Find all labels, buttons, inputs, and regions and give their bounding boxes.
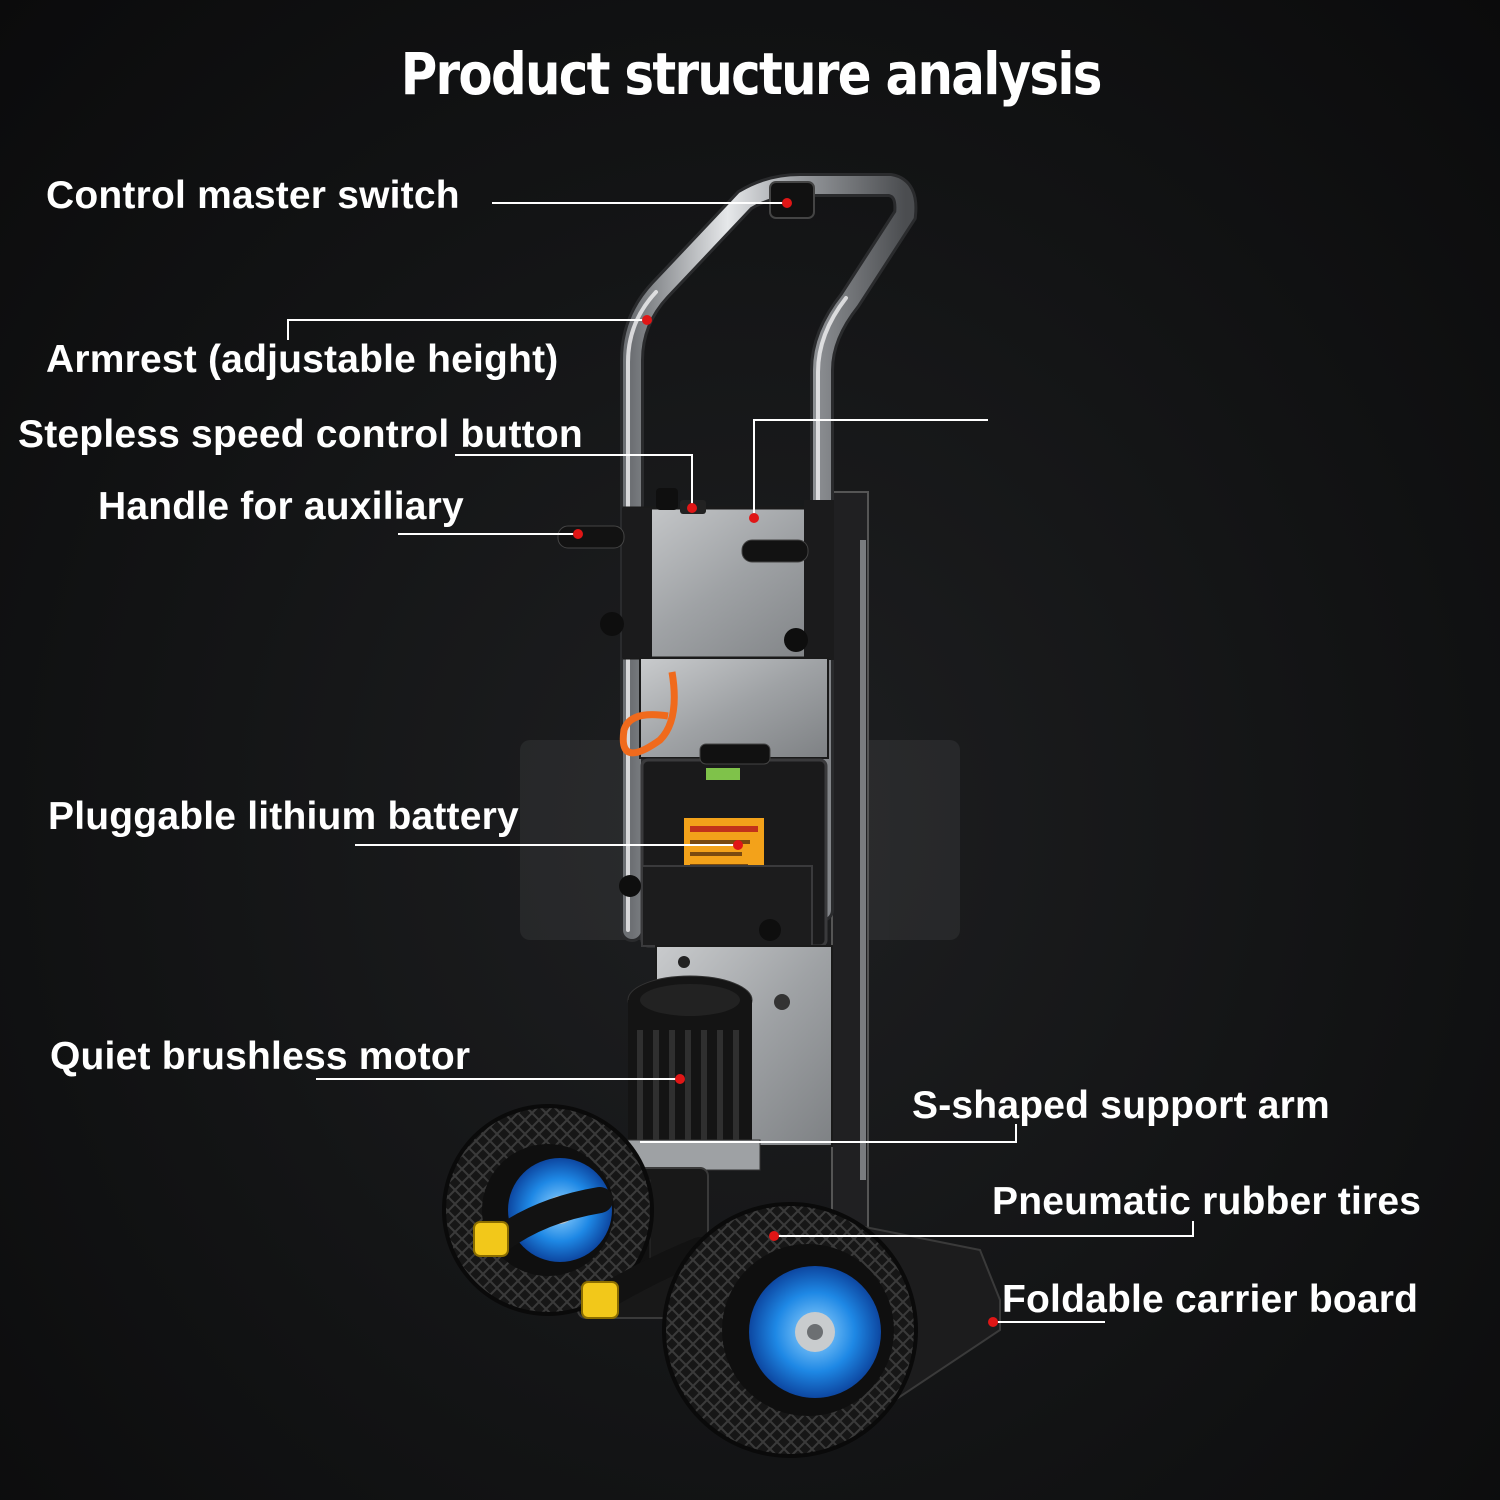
label-stepless-speed-control-button: Stepless speed control button <box>18 413 583 456</box>
label-control-master-switch: Control master switch <box>46 174 460 217</box>
control-switch-housing <box>769 181 815 219</box>
label-quiet-brushless-motor: Quiet brushless motor <box>50 1035 471 1078</box>
armrest-handle <box>620 173 918 942</box>
page-title: Product structure analysis <box>400 40 1103 108</box>
label-handle-for-auxiliary: Handle for auxiliary <box>98 485 464 528</box>
brushless-motor <box>619 975 761 1171</box>
label-s-shaped-support-arm: S-shaped support arm <box>912 1084 1330 1127</box>
dot-speed-button <box>687 503 697 513</box>
label-foldable-carrier-board: Foldable carrier board <box>1002 1278 1419 1321</box>
charging-cable <box>619 671 678 757</box>
marker-dots <box>573 198 998 1327</box>
dot-control-switch <box>782 198 792 208</box>
dot-aux-handle <box>573 529 583 539</box>
dot-top-unlabeled <box>749 513 759 523</box>
dot-tires <box>769 1231 779 1241</box>
dot-battery <box>733 840 743 850</box>
dot-motor <box>675 1074 685 1084</box>
leader-lines <box>287 202 1194 1323</box>
label-pneumatic-rubber-tires: Pneumatic rubber tires <box>992 1180 1422 1223</box>
label-armrest: Armrest (adjustable height) <box>46 338 559 381</box>
front-wheel <box>662 1202 918 1458</box>
label-pluggable-lithium-battery: Pluggable lithium battery <box>48 795 519 838</box>
dot-armrest <box>642 315 652 325</box>
dot-board <box>988 1317 998 1327</box>
auxiliary-grip <box>557 525 625 549</box>
